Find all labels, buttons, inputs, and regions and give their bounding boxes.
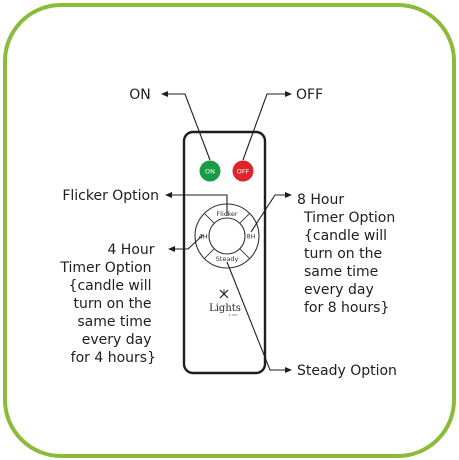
dial-divider xyxy=(239,213,250,224)
leader-on xyxy=(168,93,211,161)
callout-8h-line: Timer Option xyxy=(303,210,395,226)
callout-4h-line: every day xyxy=(82,332,152,348)
arrowhead-off xyxy=(285,91,292,97)
frame-border xyxy=(3,3,456,458)
callout-8h-line: 8 Hour xyxy=(297,192,344,208)
star-burst-icon xyxy=(219,289,229,299)
dial-divider xyxy=(239,248,250,259)
on-button-label: ON xyxy=(205,167,215,175)
leader-flicker xyxy=(172,194,228,216)
arrowhead-on xyxy=(161,91,168,97)
on-button[interactable] xyxy=(199,160,221,182)
callout-8h-line: every day xyxy=(304,282,374,298)
callout-on: ON xyxy=(129,87,151,103)
dial-8h-button[interactable]: 8H xyxy=(246,232,255,240)
arrowhead-flicker xyxy=(165,192,172,198)
arrowhead-8h xyxy=(285,192,292,198)
logo-subtext: 4 YOU xyxy=(228,313,237,317)
callout-8h-line: turn on the xyxy=(304,246,382,262)
leader-8h xyxy=(250,194,285,233)
off-button-label: OFF xyxy=(237,167,250,175)
callout-steady: Steady Option xyxy=(297,363,397,379)
dial-steady-button[interactable]: Steady xyxy=(216,255,239,263)
callout-4h-line: {candle will xyxy=(69,278,152,294)
callout-8h-line: same time xyxy=(304,264,378,280)
dial-4h-button[interactable]: 4H xyxy=(198,232,207,240)
leader-steady xyxy=(226,261,285,371)
callout-off: OFF xyxy=(296,87,323,103)
leader-4h xyxy=(175,234,204,250)
callout-8h-line: {candle will xyxy=(304,228,387,244)
arrowhead-steady xyxy=(285,367,292,373)
dial-center-button[interactable] xyxy=(208,217,246,255)
leader-off xyxy=(242,93,285,161)
callout-4h-line: same time xyxy=(77,314,151,330)
callout-4h-line: turn on the xyxy=(73,296,151,312)
callout-8h-timer: 8 Hour Timer Option {candle will turn on… xyxy=(297,192,400,316)
callout-flicker: Flicker Option xyxy=(62,188,159,204)
callout-8h-line: for 8 hours} xyxy=(304,300,389,316)
callout-4h-line: 4 Hour xyxy=(107,242,154,258)
callout-4h-line: for 4 hours} xyxy=(71,350,156,366)
callout-4h-timer: 4 Hour Timer Option {candle will turn on… xyxy=(59,242,159,366)
dial-divider xyxy=(204,213,215,224)
off-button[interactable] xyxy=(232,160,254,182)
dial-divider xyxy=(204,248,215,259)
callout-4h-line: Timer Option xyxy=(59,260,151,276)
leader-lines xyxy=(161,91,292,373)
arrowhead-4h xyxy=(168,246,175,252)
logo-text: Lights xyxy=(209,303,241,314)
